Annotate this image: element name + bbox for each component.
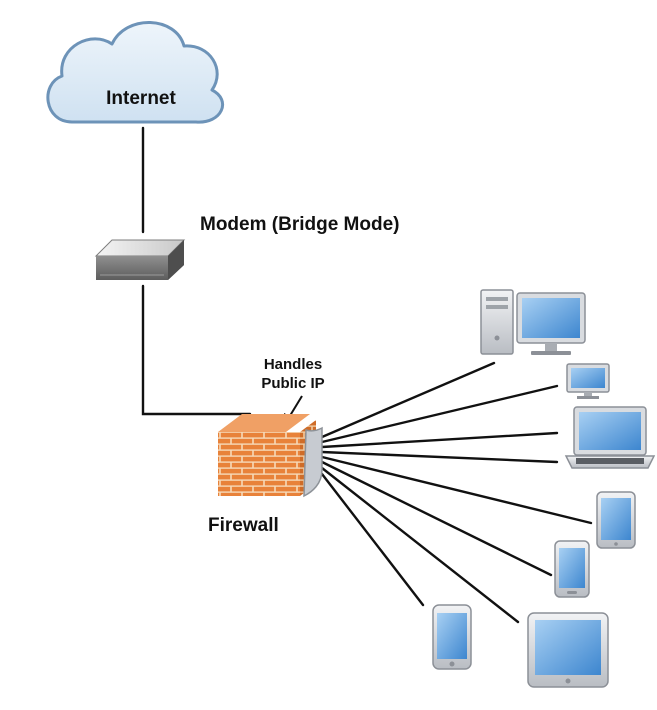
modem-icon (94, 239, 186, 280)
small-monitor-icon (566, 363, 610, 399)
public-ip-annotation-line2: Public IP (261, 375, 324, 392)
laptop-icon (564, 406, 656, 469)
desktop-computer-icon (480, 289, 586, 355)
smartphone-left-icon (432, 604, 472, 670)
connection-lines (141, 126, 593, 624)
line-to-tablet-small (320, 455, 593, 525)
line-to-small-monitor (320, 384, 559, 444)
tablet-small-icon (596, 491, 636, 549)
line-to-laptop-base (320, 450, 559, 464)
line-to-desktop (320, 361, 496, 439)
firewall-icon (218, 414, 323, 498)
modem-label: Modem (Bridge Mode) (200, 214, 400, 235)
tablet-large-icon (527, 612, 609, 688)
public-ip-annotation-line1: Handles (264, 356, 322, 373)
line-to-phone-left (320, 472, 425, 607)
line-to-laptop (320, 431, 559, 449)
line-to-phone-right (320, 460, 553, 577)
modem-to-firewall-line (141, 284, 252, 416)
internet-cloud-icon (46, 21, 225, 124)
internet-label: Internet (106, 88, 176, 109)
line-to-tablet-large (320, 466, 520, 624)
firewall-label: Firewall (208, 515, 279, 536)
smartphone-right-icon (554, 540, 590, 598)
